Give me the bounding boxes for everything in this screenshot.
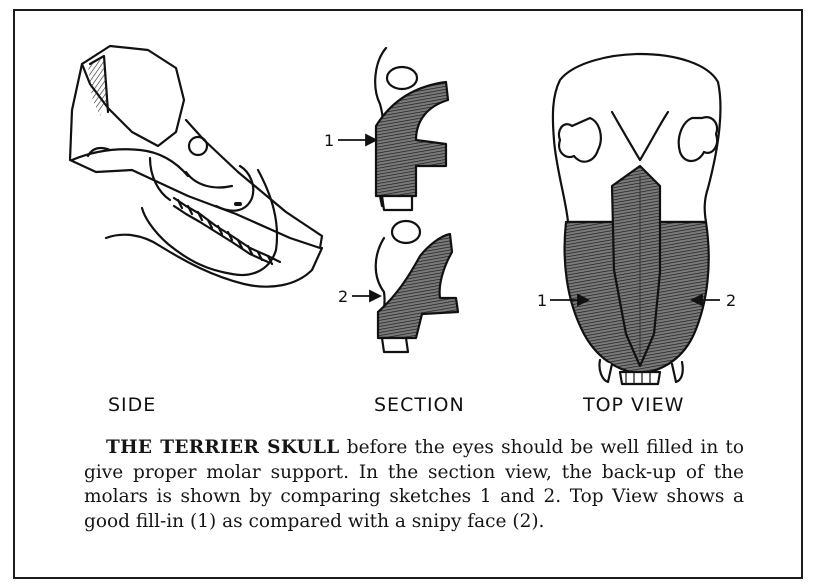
section-sketch-1 bbox=[375, 48, 448, 210]
section-marker-2: 2 bbox=[338, 287, 348, 306]
figure-caption: THE TERRIER SKULL before the eyes should… bbox=[84, 436, 744, 534]
top-view-skull-drawing bbox=[553, 54, 721, 384]
section-2-arrow bbox=[352, 291, 380, 301]
top-view-marker-2: 2 bbox=[726, 291, 736, 310]
section-view-label: SECTION bbox=[374, 394, 465, 416]
section-sketch-2 bbox=[376, 221, 458, 352]
caption-heading: THE TERRIER SKULL bbox=[106, 437, 340, 458]
section-1-arrow bbox=[338, 135, 376, 145]
top-view-label: TOP VIEW bbox=[583, 394, 684, 416]
top-view-marker-1: 1 bbox=[537, 291, 547, 310]
section-marker-1: 1 bbox=[324, 131, 334, 150]
side-view-label: SIDE bbox=[108, 394, 156, 416]
side-view-skull-drawing bbox=[70, 46, 322, 287]
